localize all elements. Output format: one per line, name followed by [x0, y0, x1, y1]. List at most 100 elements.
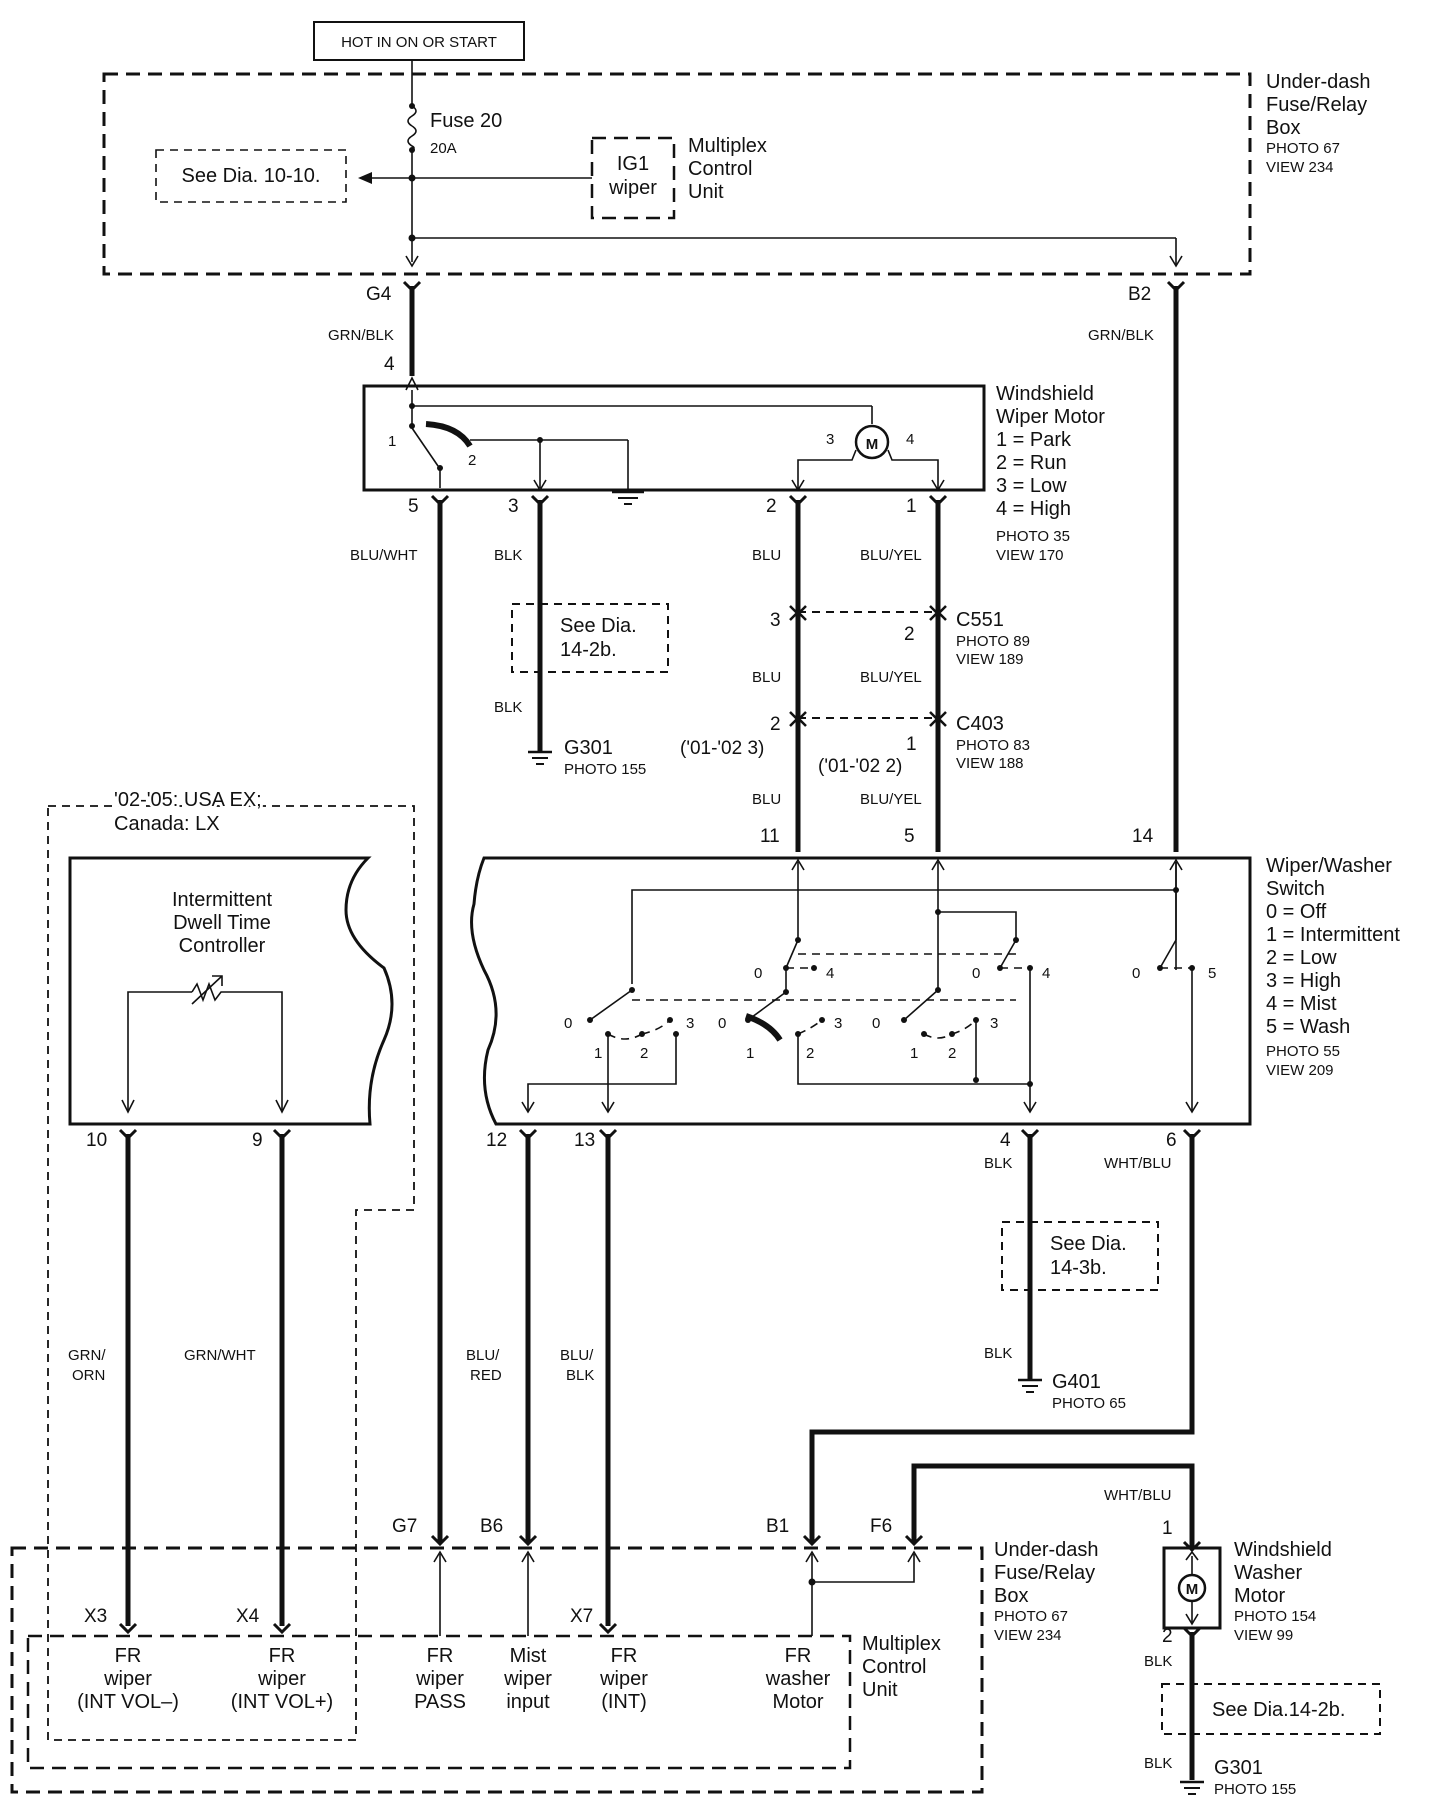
- wiper-motor-pin-1: 1: [906, 496, 917, 517]
- mcu-function-labels: FR wiper (INT VOL–) FR wiper (INT VOL+) …: [77, 1645, 831, 1713]
- switch-pos-0: 0: [754, 965, 762, 982]
- pin-g4: G4: [366, 284, 392, 305]
- switch-pos-1: 1: [746, 1045, 754, 1062]
- fn-fr-wiper-pass: FR: [427, 1645, 454, 1667]
- fuse-icon: [407, 105, 417, 127]
- pin-b6: B6: [480, 1516, 503, 1537]
- fn-fr-wiper-int-vol-minus: (INT VOL–): [77, 1691, 179, 1713]
- switch-pos-1: 1: [594, 1045, 602, 1062]
- wiper-motor-m: M: [866, 436, 879, 453]
- fusebox-bottom-title: Under-dash: [994, 1539, 1099, 1561]
- switch-photo: PHOTO 55: [1266, 1043, 1340, 1060]
- fusebox-bottom-title: Box: [994, 1585, 1028, 1607]
- ground-icon: [1018, 1378, 1042, 1393]
- switch-legend: 5 = Wash: [1266, 1016, 1350, 1038]
- g301-bottom-photo: PHOTO 155: [1214, 1781, 1296, 1798]
- wiper-washer-switch: Wiper/Washer Switch 0 = Off 1 = Intermit…: [470, 855, 1400, 1126]
- washer-motor-pin-2: 2: [1162, 1626, 1173, 1647]
- mcu-bottom-title: Control: [862, 1656, 926, 1678]
- switch-title: Wiper/Washer: [1266, 855, 1392, 877]
- wire-label-grn-orn: GRN/: [68, 1347, 106, 1364]
- fusebox-top-view: VIEW 234: [1266, 159, 1334, 176]
- mcu-bottom-title: Multiplex: [862, 1633, 941, 1655]
- fn-fr-wiper-int: wiper: [599, 1668, 648, 1690]
- wire-label-blu: BLU: [752, 669, 781, 686]
- wire-label-blu: BLU: [752, 791, 781, 808]
- idtc-region: '02-'05: USA EX; Canada: LX: [47, 786, 415, 1741]
- switch-pin-12: 12: [486, 1130, 507, 1151]
- switch-pos-2: 2: [640, 1045, 648, 1062]
- washer-motor-photo: PHOTO 154: [1234, 1608, 1316, 1625]
- wire-label-blu-blk: BLU/: [560, 1347, 594, 1364]
- fusebox-bottom-photo: PHOTO 67: [994, 1608, 1068, 1625]
- c403-alt-left: ('01-'02 3): [680, 738, 764, 759]
- washer-motor-title: Windshield: [1234, 1539, 1332, 1561]
- washer-motor-title: Washer: [1234, 1562, 1303, 1584]
- switch-legend: 1 = Intermittent: [1266, 924, 1400, 946]
- switch-contact-cam-icon: [745, 1013, 783, 1042]
- c403-pin-1: 1: [906, 734, 917, 755]
- washer-motor-m: M: [1186, 1581, 1199, 1598]
- wiper-motor-legend: 3 = Low: [996, 475, 1067, 497]
- switch-pin-13: 13: [574, 1130, 595, 1151]
- switch-pos-3: 3: [990, 1015, 998, 1032]
- wiper-motor-legend: 2 = Run: [996, 452, 1067, 474]
- switch-pos-0: 0: [1132, 965, 1140, 982]
- ground-icon: [1180, 1780, 1204, 1795]
- fn-fr-wiper-pass: PASS: [414, 1691, 466, 1713]
- fn-fr-wiper-int-vol-minus: FR: [115, 1645, 142, 1667]
- mcu-ig1: IG1: [617, 153, 649, 175]
- c403-pin-2: 2: [770, 714, 781, 735]
- fn-fr-wiper-int-vol-plus: (INT VOL+): [231, 1691, 333, 1713]
- pin-f6: F6: [870, 1516, 892, 1537]
- wire-label-blu-red: BLU/: [466, 1347, 500, 1364]
- washer-motor-pin-1: 1: [1162, 1518, 1173, 1539]
- wire-label-blk: BLK: [494, 699, 522, 716]
- wire-label-blu-yel: BLU/YEL: [860, 791, 922, 808]
- switch-pos-1: 1: [910, 1045, 918, 1062]
- wiper-motor-legend: 4 = High: [996, 498, 1071, 520]
- wire-label-blu-yel: BLU/YEL: [860, 547, 922, 564]
- wiper-motor-legend: 1 = Park: [996, 429, 1072, 451]
- switch-pos-0: 0: [718, 1015, 726, 1032]
- switch-pos-4: 4: [826, 965, 834, 982]
- c403-photo: PHOTO 83: [956, 737, 1030, 754]
- fn-fr-wiper-int-vol-plus: wiper: [257, 1668, 306, 1690]
- fn-fr-wiper-int-vol-plus: FR: [269, 1645, 296, 1667]
- wire-label-blk: BLK: [984, 1155, 1012, 1172]
- wire-label-blu: BLU: [752, 547, 781, 564]
- see-ref-14-3b: See Dia.: [1050, 1233, 1127, 1255]
- wire-label-blu-blk: BLK: [566, 1367, 594, 1384]
- connector-c551: 3 2 C551 PHOTO 89 VIEW 189: [770, 605, 1030, 668]
- fn-mist-wiper-input: Mist: [510, 1645, 547, 1667]
- fusebox-top-title: Under-dash: [1266, 71, 1371, 93]
- c403-alt-right: ('01-'02 2): [818, 756, 902, 777]
- wire-label-blu-wht: BLU/WHT: [350, 547, 418, 564]
- switch-legend: 2 = Low: [1266, 947, 1337, 969]
- fn-fr-washer-motor: FR: [785, 1645, 812, 1667]
- wiper-motor-int-2: 2: [468, 452, 476, 469]
- fn-fr-washer-motor: Motor: [772, 1691, 823, 1713]
- fuse-rating: 20A: [430, 140, 457, 157]
- pin-b2: B2: [1128, 284, 1151, 305]
- idtc-title: Dwell Time: [173, 912, 271, 934]
- switch-pos-0: 0: [972, 965, 980, 982]
- wiper-motor-pin-4-in: 4: [384, 354, 395, 375]
- fusebox-top-title: Fuse/Relay: [1266, 94, 1367, 116]
- fn-fr-wiper-int-vol-minus: wiper: [103, 1668, 152, 1690]
- c551-name: C551: [956, 609, 1004, 631]
- wiper-motor-pin-2: 2: [766, 496, 777, 517]
- wire-label-blu-red: RED: [470, 1367, 502, 1384]
- fn-fr-wiper-int: (INT): [601, 1691, 647, 1713]
- pin-b1: B1: [766, 1516, 789, 1537]
- arrow-left-icon: [358, 172, 372, 184]
- g401-name: G401: [1052, 1371, 1101, 1393]
- pin-x4: X4: [236, 1606, 260, 1627]
- switch-legend: 3 = High: [1266, 970, 1341, 992]
- wiper-motor-photo: PHOTO 35: [996, 528, 1070, 545]
- idtc-title: Controller: [179, 935, 266, 957]
- power-source-label: HOT IN ON OR START: [341, 34, 497, 51]
- wiper-motor-int-4: 4: [906, 431, 914, 448]
- wire-label-blu-yel: BLU/YEL: [860, 669, 922, 686]
